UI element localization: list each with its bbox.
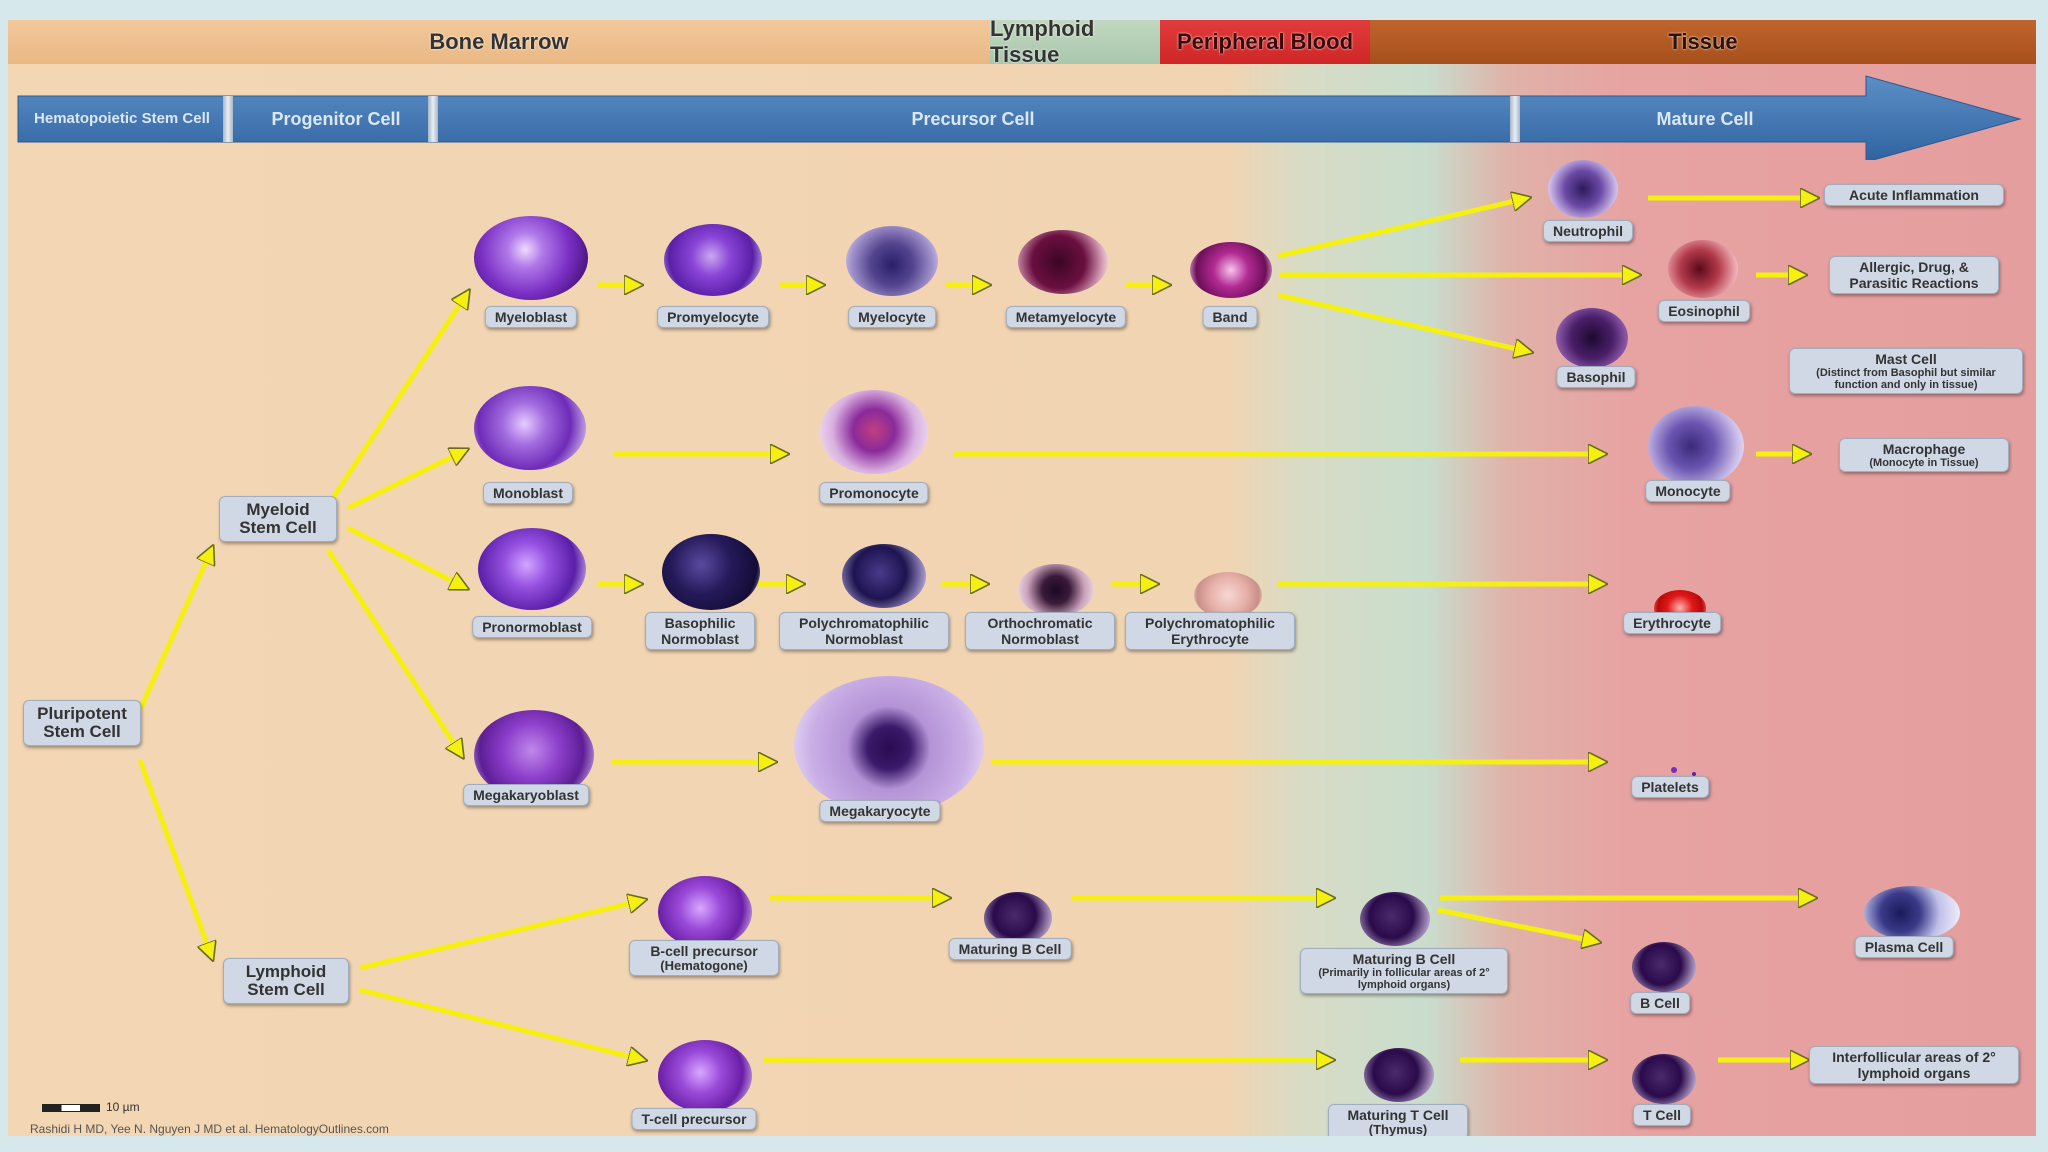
label-band: Band — [1202, 306, 1258, 328]
label-platelets: Platelets — [1631, 776, 1709, 798]
eosinophil-cell — [1668, 240, 1738, 298]
label-interfollicular: Interfollicular areas of 2° lymphoid org… — [1809, 1046, 2019, 1084]
label-bcell-precursor: B-cell precursor (Hematogone) — [629, 940, 779, 976]
promyelocyte-cell — [664, 224, 762, 296]
region-bone-marrow: Bone Marrow — [8, 20, 990, 64]
flow-arrows — [137, 20, 2036, 1136]
orthochromatic-normoblast-cell — [1018, 564, 1094, 616]
label-orthochromatic-normoblast: Orthochromatic Normoblast — [965, 612, 1115, 650]
label-acute-inflammation: Acute Inflammation — [1824, 184, 2004, 206]
label-metamyelocyte: Metamyelocyte — [1005, 306, 1127, 328]
scale-label: 10 µm — [106, 1100, 140, 1114]
label-mast-cell-note: (Distinct from Basophil but similar func… — [1816, 367, 1996, 391]
label-macrophage: Macrophage (Monocyte in Tissue) — [1839, 438, 2009, 472]
bcell-precursor-cell — [658, 876, 752, 948]
label-pronormoblast: Pronormoblast — [472, 616, 592, 638]
maturing-b-cell-1 — [984, 892, 1052, 944]
credit-text: Rashidi H MD, Yee N. Nguyen J MD et al. … — [30, 1122, 389, 1136]
monoblast-cell — [474, 386, 586, 470]
label-maturing-t-title: Maturing T Cell — [1347, 1107, 1449, 1123]
megakaryocyte-cell — [794, 676, 984, 814]
label-macrophage-title: Macrophage — [1882, 441, 1966, 457]
label-mast-cell: Mast Cell (Distinct from Basophil but si… — [1789, 348, 2023, 394]
t-cell — [1632, 1054, 1696, 1104]
stage-precursor: Precursor Cell — [911, 109, 1035, 129]
label-t-cell: T Cell — [1632, 1104, 1692, 1126]
basophilic-normoblast-cell — [662, 534, 760, 610]
polychromatophilic-erythrocyte-cell — [1194, 572, 1262, 618]
label-myelocyte: Myelocyte — [848, 306, 936, 328]
label-bcell-precursor-title: B-cell precursor — [650, 943, 758, 959]
label-polychromatophilic-erythrocyte: Polychromatophilic Erythrocyte — [1125, 612, 1295, 650]
maturing-t-cell — [1364, 1048, 1434, 1102]
region-peripheral-blood: Peripheral Blood — [1160, 20, 1370, 64]
label-plasma-cell: Plasma Cell — [1854, 936, 1954, 958]
tcell-precursor-cell — [658, 1040, 752, 1112]
label-maturing-b-2-title: Maturing B Cell — [1352, 951, 1456, 967]
label-maturing-t: Maturing T Cell (Thymus) — [1328, 1104, 1468, 1136]
label-basophilic-normoblast: Basophilic Normoblast — [645, 612, 755, 650]
diagram-frame: Bone Marrow Lymphoid Tissue Peripheral B… — [8, 20, 2036, 1136]
label-megakaryoblast: Megakaryoblast — [463, 784, 589, 806]
label-mast-cell-title: Mast Cell — [1875, 351, 1937, 367]
region-tissue: Tissue — [1370, 20, 2036, 64]
b-cell — [1632, 942, 1696, 992]
label-b-cell: B Cell — [1630, 992, 1690, 1014]
label-promonocyte: Promonocyte — [819, 482, 929, 504]
promonocyte-cell — [820, 390, 928, 474]
label-erythrocyte: Erythrocyte — [1623, 612, 1721, 634]
label-megakaryocyte: Megakaryocyte — [819, 800, 941, 822]
pronormoblast-cell — [478, 528, 586, 610]
label-allergic-reactions: Allergic, Drug, & Parasitic Reactions — [1829, 256, 1999, 294]
label-maturing-b-1: Maturing B Cell — [948, 938, 1072, 960]
label-lymphoid: Lymphoid Stem Cell — [223, 958, 349, 1004]
basophil-cell — [1556, 308, 1628, 368]
label-maturing-b-2: Maturing B Cell (Primarily in follicular… — [1300, 948, 1508, 994]
myelocyte-cell — [846, 226, 938, 296]
label-myeloid: Myeloid Stem Cell — [219, 496, 337, 542]
scale-bar — [42, 1104, 100, 1112]
label-myeloblast: Myeloblast — [484, 306, 578, 328]
maturing-b-cell-2 — [1360, 892, 1430, 946]
stage-hematopoietic: Hematopoietic Stem Cell — [34, 110, 210, 127]
region-lymphoid-tissue: Lymphoid Tissue — [990, 20, 1160, 67]
myeloblast-cell — [474, 216, 588, 300]
stage-progenitor: Progenitor Cell — [271, 109, 401, 129]
credit-line: Rashidi H MD, Yee N. Nguyen J MD et al. … — [30, 1122, 389, 1136]
label-neutrophil: Neutrophil — [1543, 220, 1633, 242]
stage-separator — [428, 96, 438, 142]
label-promyelocyte: Promyelocyte — [657, 306, 769, 328]
neutrophil-cell — [1548, 160, 1618, 218]
label-bcell-precursor-note: (Hematogone) — [660, 958, 748, 973]
label-monoblast: Monoblast — [483, 482, 573, 504]
label-eosinophil: Eosinophil — [1658, 300, 1750, 322]
polychromatophilic-normoblast-cell — [842, 544, 926, 608]
label-tcell-precursor: T-cell precursor — [631, 1108, 757, 1130]
label-macrophage-note: (Monocyte in Tissue) — [1869, 457, 1979, 469]
label-monocyte: Monocyte — [1645, 480, 1731, 502]
label-maturing-t-note: (Thymus) — [1368, 1122, 1428, 1137]
metamyelocyte-cell — [1018, 230, 1108, 294]
band-cell — [1190, 242, 1272, 298]
label-pluripotent: Pluripotent Stem Cell — [23, 700, 141, 746]
stage-separator — [1510, 96, 1520, 142]
label-polychromatophilic-normoblast: Polychromatophilic Normoblast — [779, 612, 949, 650]
label-maturing-b-2-note: (Primarily in follicular areas of 2° lym… — [1318, 967, 1490, 991]
stage-separator — [223, 96, 233, 142]
label-basophil: Basophil — [1556, 366, 1636, 388]
stage-mature: Mature Cell — [1656, 109, 1754, 129]
plasma-cell — [1864, 886, 1960, 940]
monocyte-cell — [1648, 406, 1744, 486]
